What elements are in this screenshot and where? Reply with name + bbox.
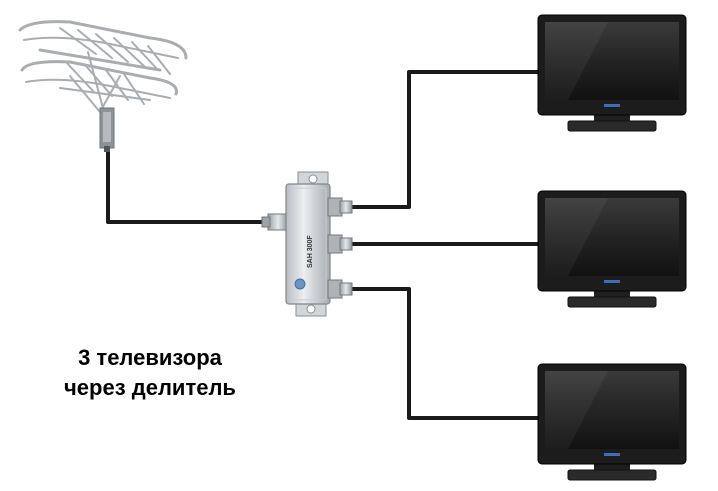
caption-line-1: 3 телевизора bbox=[78, 345, 222, 370]
cable-to-tv-1 bbox=[350, 70, 540, 209]
flat-tv-icon bbox=[537, 363, 687, 481]
cable-to-tv-3 bbox=[350, 287, 540, 420]
flat-tv-icon bbox=[537, 14, 687, 132]
coax-splitter-icon: SAH 300F bbox=[261, 171, 353, 317]
antenna-cable bbox=[106, 150, 272, 224]
tv-group bbox=[537, 14, 687, 481]
tv-antenna-icon bbox=[18, 20, 188, 152]
cables bbox=[106, 70, 540, 420]
splitter-output-1 bbox=[327, 197, 353, 217]
splitter-output-3 bbox=[327, 279, 353, 299]
caption-line-2: через делитель bbox=[64, 375, 236, 400]
splitter-model-label: SAH 300F bbox=[307, 235, 314, 268]
splitter-output-2 bbox=[327, 234, 353, 254]
flat-tv-icon bbox=[537, 190, 687, 308]
